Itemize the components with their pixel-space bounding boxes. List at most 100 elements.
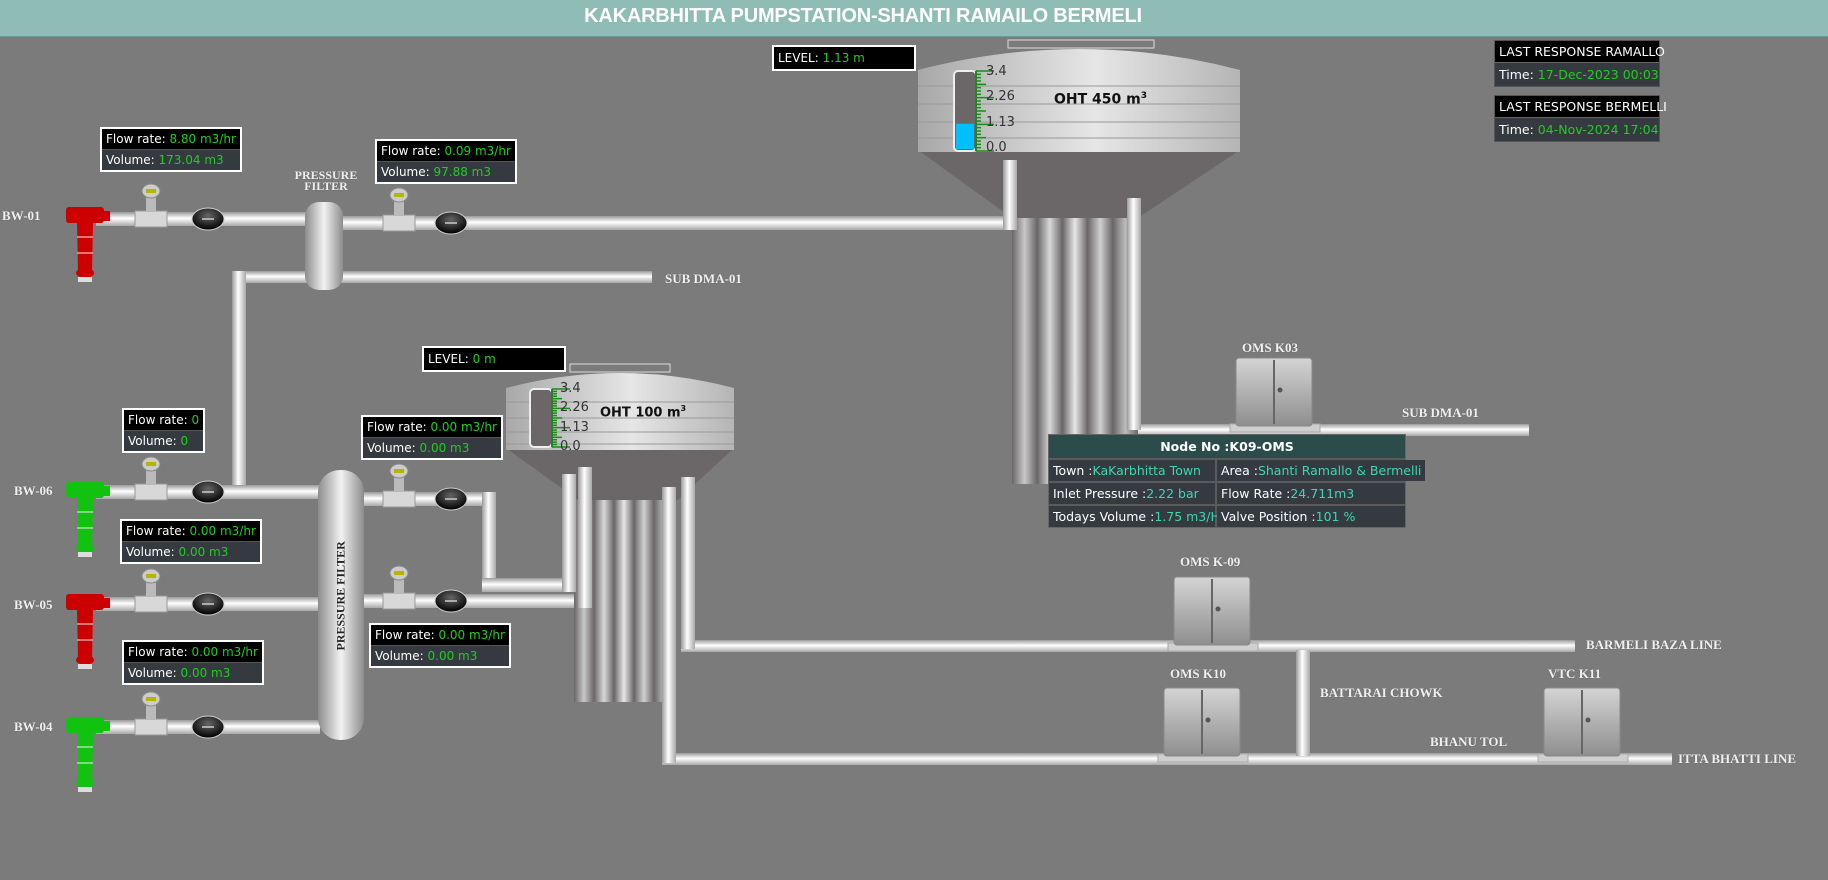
pipe — [236, 271, 308, 283]
page-title: KAKARBHITTA PUMPSTATION-SHANTI RAMAILO B… — [584, 5, 1142, 27]
line-label-bhanu-tol: BHANU TOL — [1430, 734, 1508, 749]
last-response-ramallo: LAST RESPONSE RAMALLO Time: 17-Dec-2023 … — [1494, 40, 1665, 87]
borewell-label-bw06: BW-06 — [14, 483, 53, 498]
volume-value: 0.00 m3 — [178, 545, 229, 559]
valve-icon[interactable] — [434, 487, 468, 511]
line-label-sub-dma-01-b: SUB DMA-01 — [1402, 405, 1479, 420]
level-value: 1.13 m — [822, 51, 865, 65]
gauge-tube — [529, 388, 553, 448]
level-label: LEVEL: — [778, 51, 819, 65]
flow-label: Flow rate: — [128, 645, 188, 659]
pipe — [662, 487, 676, 763]
volume-label: Volume: — [367, 441, 416, 455]
volume-value: 0 — [180, 434, 189, 448]
meter-filter1-outlet[interactable]: Flow rate: 0.09 m3/hr Volume: 97.88 m3 — [375, 139, 517, 184]
level-readout-oht-100: LEVEL: 0 m — [422, 346, 566, 372]
level-gauge-oht-100 — [529, 388, 570, 448]
flow-meter-icon[interactable] — [134, 691, 168, 736]
valve-icon[interactable] — [191, 480, 225, 504]
volume-value: 0.00 m3 — [419, 441, 470, 455]
tank-name-oht-100: OHT 100 m3 — [600, 404, 687, 421]
last-response-bermelli: LAST RESPONSE BERMELLI Time: 04-Nov-2024… — [1494, 95, 1667, 142]
line-label-sub-dma-01: SUB DMA-01 — [665, 271, 742, 286]
flow-rate-label: Flow Rate : — [1221, 486, 1291, 501]
pipe — [232, 271, 246, 493]
flow-meter-icon[interactable] — [134, 568, 168, 613]
gauge-tick: 1.13 — [560, 420, 589, 435]
valve-icon[interactable] — [434, 589, 468, 613]
flow-meter-icon[interactable] — [382, 565, 416, 610]
pipe — [482, 492, 496, 586]
valve-icon[interactable] — [191, 592, 225, 616]
level-label: LEVEL: — [428, 352, 469, 366]
pressure-filter-2[interactable] — [318, 470, 364, 740]
gauge-tick: 0.0 — [560, 439, 581, 454]
flow-value: 0.09 m3/hr — [444, 144, 511, 158]
valve-position-value: 101 % — [1315, 509, 1356, 524]
pipe — [364, 594, 590, 608]
station-label-k11: VTC K11 — [1548, 666, 1602, 681]
pipe — [340, 216, 1006, 230]
valve-icon[interactable] — [191, 207, 225, 231]
time-label: Time: — [1499, 122, 1534, 137]
line-label-barmeli-baza: BARMELI BAZA LINE — [1586, 637, 1722, 652]
volume-label: Volume: — [128, 434, 177, 448]
cabinet-k11-icon[interactable] — [1537, 687, 1629, 763]
pipe — [1296, 650, 1310, 756]
flow-label: Flow rate: — [381, 144, 441, 158]
flow-meter-icon[interactable] — [382, 187, 416, 232]
pressure-label: Inlet Pressure : — [1053, 486, 1147, 501]
flow-value: 0 — [191, 413, 200, 427]
pipe — [1003, 160, 1017, 230]
meter-bw01[interactable]: Flow rate: 8.80 m3/hr Volume: 173.04 m3 — [100, 127, 242, 172]
station-label-k10: OMS K10 — [1170, 666, 1226, 681]
pipe — [340, 271, 652, 283]
flow-rate-value: 24.711m3 — [1290, 486, 1355, 501]
pressure-filter-1-label: PRESSURE FILTER — [294, 168, 358, 193]
pump-bw-01-icon[interactable] — [66, 207, 110, 282]
flow-value: 0.00 m3/hr — [189, 524, 256, 538]
flow-meter-icon[interactable] — [134, 183, 168, 228]
pump-bw-06-icon[interactable] — [66, 482, 110, 557]
flow-label: Flow rate: — [128, 413, 188, 427]
pipe — [482, 578, 572, 592]
gauge-tick: 1.13 — [986, 115, 1015, 130]
cabinets — [1157, 357, 1629, 763]
gauge-tick: 2.26 — [560, 400, 589, 415]
pipe — [681, 477, 695, 649]
station-label-k09: OMS K-09 — [1180, 554, 1241, 569]
cabinet-k09-icon[interactable] — [1167, 576, 1259, 652]
town-value: KaKarbhitta Town — [1092, 463, 1201, 478]
meter-filter2-outlet-top[interactable]: Flow rate: 0.00 m3/hr Volume: 0.00 m3 — [361, 415, 503, 460]
line-label-battarai-chowk: BATTARAI CHOWK — [1320, 685, 1443, 700]
cabinet-k03-icon[interactable] — [1229, 357, 1321, 433]
valve-icon[interactable] — [191, 715, 225, 739]
meter-bw04[interactable]: Flow rate: 0.00 m3/hr Volume: 0.00 m3 — [122, 640, 264, 685]
meter-bw05[interactable]: Flow rate: 0.00 m3/hr Volume: 0.00 m3 — [120, 519, 262, 564]
gauge-tick: 2.26 — [986, 89, 1015, 104]
cabinet-k10-icon[interactable] — [1157, 687, 1249, 763]
pump-bw-04-icon[interactable] — [66, 717, 110, 792]
flow-label: Flow rate: — [375, 628, 435, 642]
area-label: Area : — [1221, 463, 1258, 478]
flow-meter-icon[interactable] — [134, 456, 168, 501]
pressure-filter-1[interactable] — [305, 202, 343, 290]
meter-bw06[interactable]: Flow rate: 0 Volume: 0 — [122, 408, 206, 453]
flow-meter-icon[interactable] — [382, 463, 416, 508]
header-bar: KAKARBHITTA PUMPSTATION-SHANTI RAMAILO B… — [0, 0, 1828, 37]
flow-value: 0.00 m3/hr — [430, 420, 497, 434]
pipe — [1127, 198, 1141, 430]
borewell-label-bw05: BW-05 — [14, 597, 53, 612]
gauge-tick: 3.4 — [986, 64, 1007, 79]
volume-label: Volume: — [106, 153, 155, 167]
time-label: Time: — [1499, 67, 1534, 82]
area-value: Shanti Ramallo & Bermelli — [1257, 463, 1422, 478]
pipe — [562, 474, 576, 592]
pump-bw-05-icon[interactable] — [66, 594, 110, 669]
meter-filter2-outlet-bottom[interactable]: Flow rate: 0.00 m3/hr Volume: 0.00 m3 — [369, 623, 511, 668]
valve-icon[interactable] — [434, 211, 468, 235]
volume-value: 97.88 m3 — [433, 165, 492, 179]
volume-label: Volume: — [128, 666, 177, 680]
time-value: 17-Dec-2023 00:03 — [1537, 67, 1659, 82]
flow-meters — [134, 183, 416, 736]
